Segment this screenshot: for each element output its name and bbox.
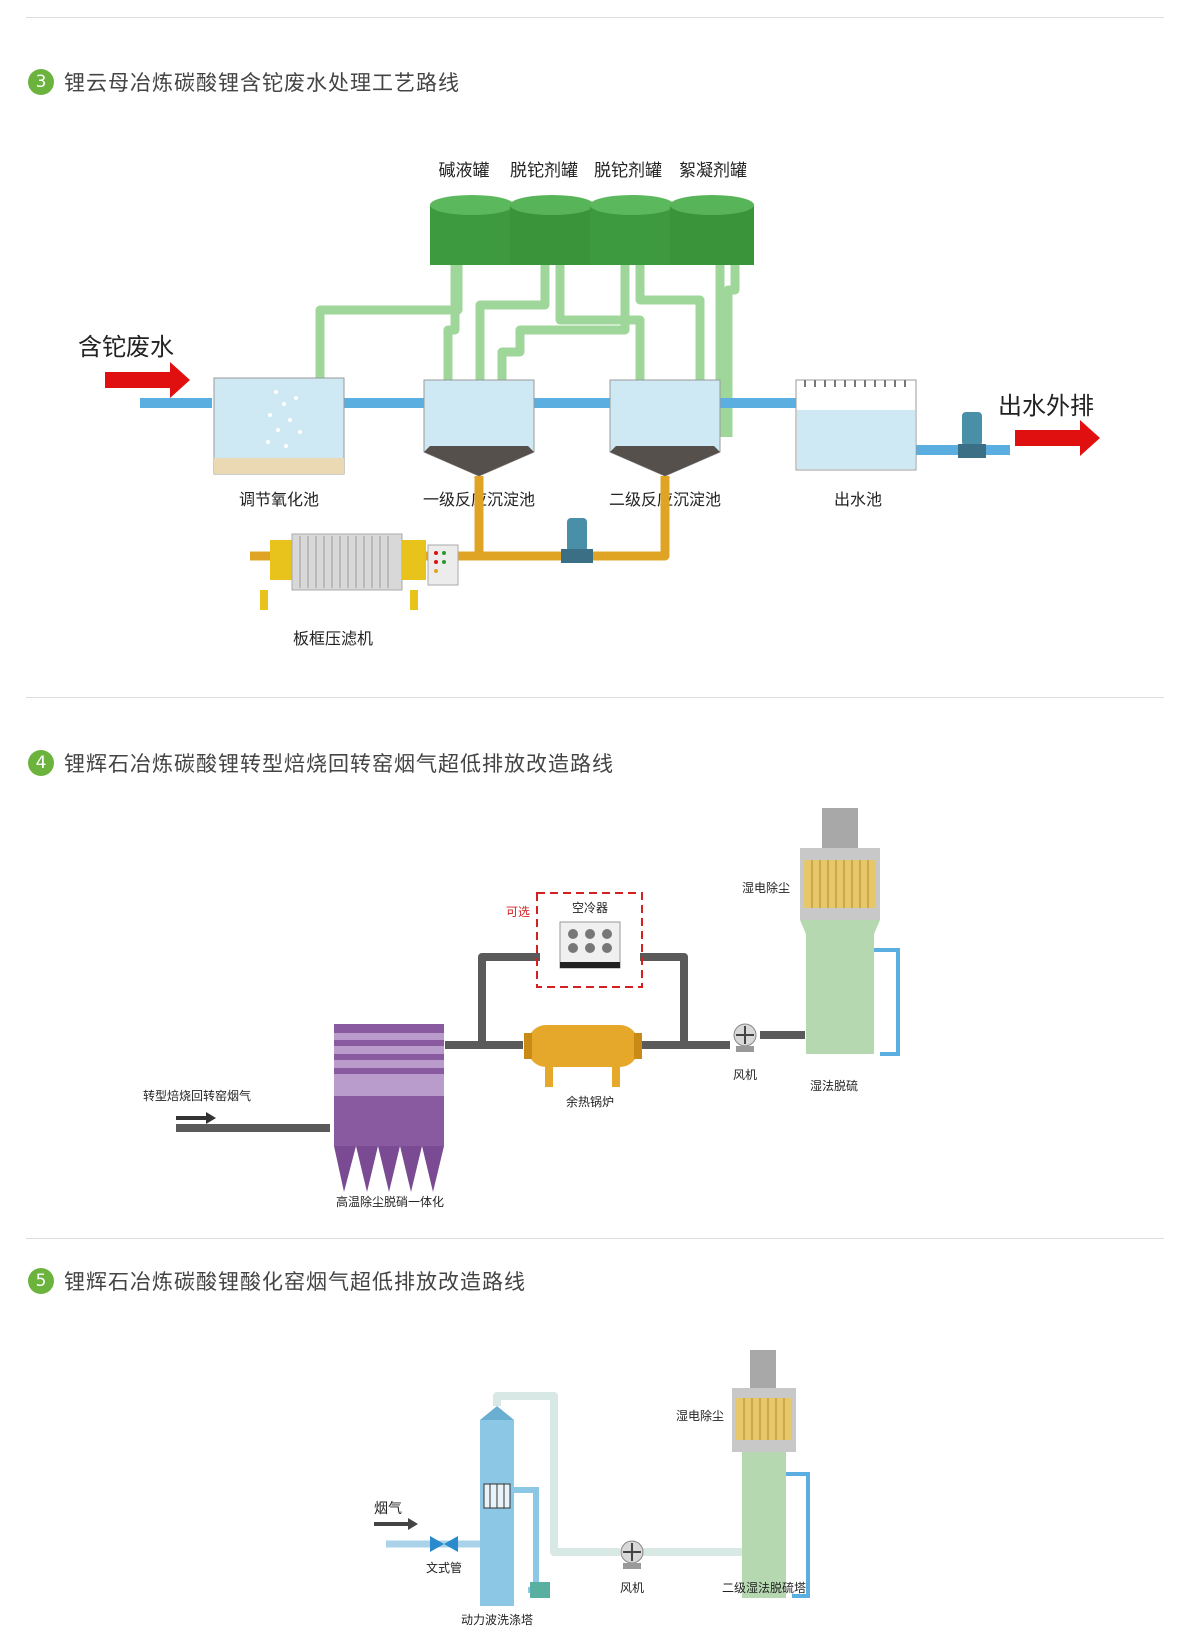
effluent-basin — [795, 379, 917, 471]
unit-label: 二级湿法脱硫塔 — [722, 1580, 806, 1595]
wet-tower — [800, 808, 880, 1054]
inlet-arrow-icon — [176, 1112, 216, 1124]
tank-icon — [590, 195, 674, 265]
outlet-label: 出水外排 — [998, 392, 1094, 420]
tank-icon — [670, 195, 754, 265]
diagram-wastewater-process: 碱液罐 脱铊剂罐 脱铊剂罐 絮凝剂罐 含铊废水 — [78, 161, 1100, 648]
venturi-icon — [430, 1536, 458, 1552]
recycle-pipe — [874, 948, 900, 1056]
outlet-arrow-icon — [1015, 420, 1100, 456]
optional-label: 可选 — [506, 905, 530, 919]
waste-heat-boiler — [524, 1025, 642, 1087]
wet-desulfurization-tower — [732, 1350, 796, 1598]
unit-label: 空冷器 — [572, 901, 608, 915]
section-number-badge: 4 — [28, 750, 54, 776]
diagram-acid-kiln-flue-gas: 烟气 文式管 动力波洗涤塔 风机 湿电除尘 二级湿法脱硫塔 — [374, 1350, 810, 1627]
tank-icon — [510, 195, 594, 265]
unit-label: 风机 — [733, 1068, 757, 1082]
inlet-label: 转型焙烧回转窑烟气 — [143, 1088, 251, 1103]
reagent-tanks — [430, 195, 754, 265]
unit-label: 调节氧化池 — [239, 490, 319, 509]
section-title: 锂云母冶炼碳酸锂含铊废水处理工艺路线 — [64, 71, 460, 95]
unit-label: 高温除尘脱硝一体化 — [336, 1194, 444, 1209]
section-header-5: 5 锂辉石冶炼碳酸锂酸化窑烟气超低排放改造路线 — [28, 1266, 526, 1296]
section-title: 锂辉石冶炼碳酸锂转型焙烧回转窑烟气超低排放改造路线 — [64, 752, 614, 776]
section-title: 锂辉石冶炼碳酸锂酸化窑烟气超低排放改造路线 — [64, 1270, 526, 1294]
divider-low — [26, 1238, 1164, 1239]
pump-icon — [530, 1582, 550, 1598]
filter-press — [260, 533, 459, 610]
tank-icon — [430, 195, 514, 265]
divider-top — [26, 17, 1164, 18]
outlet-pump-icon — [958, 412, 986, 458]
inlet-arrow-icon — [374, 1518, 418, 1530]
divider-mid — [26, 697, 1164, 698]
section-header-3: 3 锂云母冶炼碳酸锂含铊废水处理工艺路线 — [28, 67, 460, 97]
filter-press-label: 板框压滤机 — [293, 629, 373, 648]
section-number-badge: 3 — [28, 69, 54, 95]
unit-label: 湿法脱硫 — [810, 1078, 858, 1093]
flue-gas-pipe — [176, 953, 805, 1132]
section-number-badge: 5 — [28, 1268, 54, 1294]
regulation-oxidation-basin — [213, 377, 345, 475]
air-cooler — [559, 921, 621, 969]
sludge-pump-icon — [561, 518, 593, 563]
gas-pipe — [493, 1392, 742, 1556]
unit-label: 湿电除尘 — [742, 880, 790, 895]
unit-label: 动力波洗涤塔 — [461, 1613, 533, 1627]
unit-label: 余热锅炉 — [566, 1094, 614, 1109]
dynamic-wave-scrubber — [480, 1406, 514, 1606]
primary-settling-tank — [423, 379, 535, 477]
tank-label: 碱液罐 — [439, 161, 490, 181]
unit-label: 文式管 — [426, 1560, 462, 1575]
tank-label: 絮凝剂罐 — [679, 161, 747, 181]
tank-label: 脱铊剂罐 — [594, 161, 662, 181]
dust-denitration-unit — [334, 1024, 444, 1192]
inlet-label: 含铊废水 — [78, 333, 174, 361]
inlet-label: 烟气 — [374, 1501, 402, 1517]
section-header-4: 4 锂辉石冶炼碳酸锂转型焙烧回转窑烟气超低排放改造路线 — [28, 748, 614, 778]
fan-icon — [733, 1023, 757, 1052]
tower-recycle-pipe — [786, 1472, 810, 1598]
unit-label: 出水池 — [834, 490, 882, 509]
diagram-kiln-flue-gas: 转型焙烧回转窑烟气 高温除尘脱硝一体化 余热锅炉 可选 空冷器 风机 — [143, 808, 900, 1209]
secondary-settling-tank — [609, 379, 721, 477]
inlet-arrow-icon — [105, 362, 190, 398]
unit-label: 湿电除尘 — [676, 1408, 724, 1423]
optional-box — [536, 892, 643, 988]
unit-label: 风机 — [620, 1581, 644, 1595]
tank-label: 脱铊剂罐 — [510, 161, 578, 181]
fan-icon — [620, 1540, 644, 1569]
scrubber-recycle-pipe — [514, 1487, 539, 1593]
